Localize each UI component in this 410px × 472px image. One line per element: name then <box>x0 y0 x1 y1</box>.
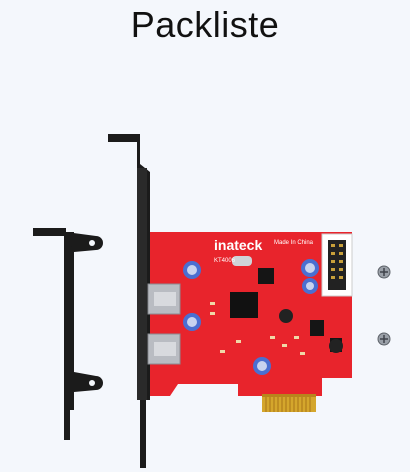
screw-1 <box>377 265 391 279</box>
pcie-gold-contacts <box>262 394 316 412</box>
usb3-internal-header <box>321 233 353 297</box>
page-title: Packliste <box>130 4 280 45</box>
pcie-card: inateck KT4006 Made In China <box>147 232 353 412</box>
controller-chip <box>230 292 258 318</box>
capacitors <box>183 259 319 375</box>
usb-port-1 <box>147 283 181 315</box>
full-height-bracket <box>108 134 150 468</box>
model-text: KT4006 <box>214 258 236 264</box>
low-profile-bracket <box>33 228 103 440</box>
screw-2 <box>377 332 391 346</box>
usb-port-2 <box>147 333 181 365</box>
made-in-text: Made In China <box>274 240 314 246</box>
brand-text: inateck <box>214 237 262 253</box>
small-chip <box>258 268 274 284</box>
